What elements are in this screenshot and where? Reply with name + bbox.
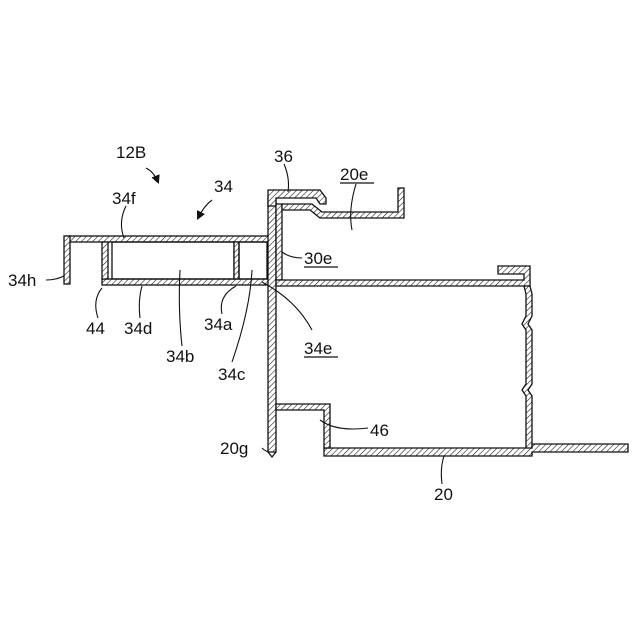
leader-44 <box>96 288 102 318</box>
label-34d: 34d <box>124 319 152 338</box>
leader-34d <box>139 286 142 318</box>
wall-44 <box>102 242 108 279</box>
flange-34h <box>64 236 70 284</box>
label-44: 44 <box>86 319 105 338</box>
arrow-12B <box>146 168 158 182</box>
label-34: 34 <box>214 177 233 196</box>
leader-34a <box>221 286 236 314</box>
frame-20-box <box>276 266 628 456</box>
bottom-plate-20 <box>324 444 628 456</box>
leader-30e <box>282 252 302 258</box>
extrusion-34 <box>64 236 278 285</box>
label-46: 46 <box>370 421 389 440</box>
vertical-wall <box>268 198 276 452</box>
label-12B: 12B <box>116 143 146 162</box>
label-34h: 34h <box>8 271 36 290</box>
step-46 <box>276 404 330 448</box>
box-top-wall <box>276 266 530 286</box>
leader-34h <box>46 276 64 280</box>
chamber-34c <box>239 242 267 279</box>
label-34b: 34b <box>166 347 194 366</box>
web-34a <box>234 242 239 279</box>
leader-34f <box>121 206 126 238</box>
top-wall-34f <box>68 236 278 242</box>
label-20e: 20e <box>340 165 368 184</box>
leader-36 <box>284 164 289 192</box>
bottom-wall-34d <box>102 279 272 285</box>
hook-20g <box>268 452 276 457</box>
channel-20e <box>276 188 404 280</box>
label-20g: 20g <box>220 439 248 458</box>
chamber-34b <box>112 242 234 279</box>
label-36: 36 <box>274 147 293 166</box>
arrow-34 <box>198 200 212 218</box>
leader-20e <box>351 184 356 230</box>
label-34e: 34e <box>304 339 332 358</box>
label-34f: 34f <box>112 189 136 208</box>
box-right-wall <box>522 286 532 454</box>
label-34c: 34c <box>218 365 246 384</box>
label-34a: 34a <box>204 315 233 334</box>
inner-vertical-wall <box>276 204 282 280</box>
label-20: 20 <box>434 485 453 504</box>
label-30e: 30e <box>304 249 332 268</box>
leader-20 <box>441 456 444 484</box>
